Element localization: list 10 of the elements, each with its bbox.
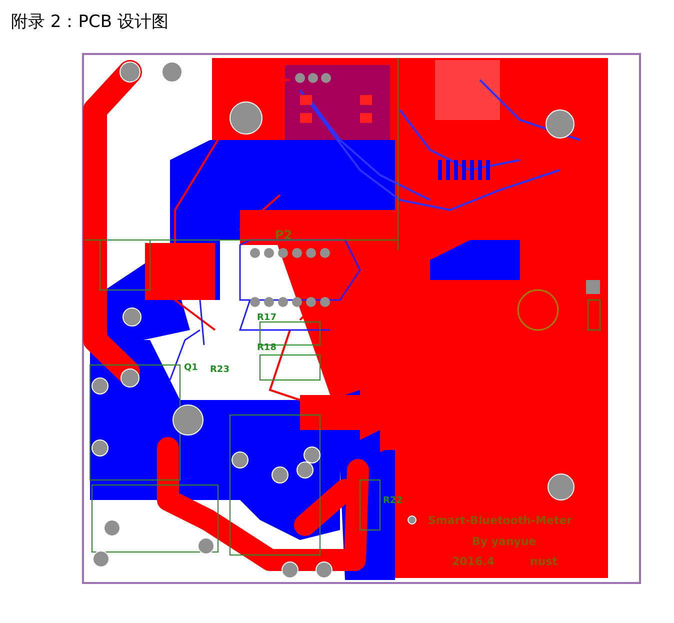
board-label: 2016.4 [452, 556, 494, 567]
board-label: Smart-Bluetooth-Meter [428, 515, 572, 526]
board-label: nust [530, 556, 558, 567]
board-label: R17 [257, 314, 276, 323]
board-label: R23 [210, 366, 230, 375]
title: 附录 2：PCB 设计图 [11, 14, 168, 31]
board-label: By yanyue [472, 536, 536, 547]
board-label: R18 [257, 344, 276, 353]
board-label: P2 [275, 229, 292, 241]
board-label: Q1 [184, 364, 198, 373]
